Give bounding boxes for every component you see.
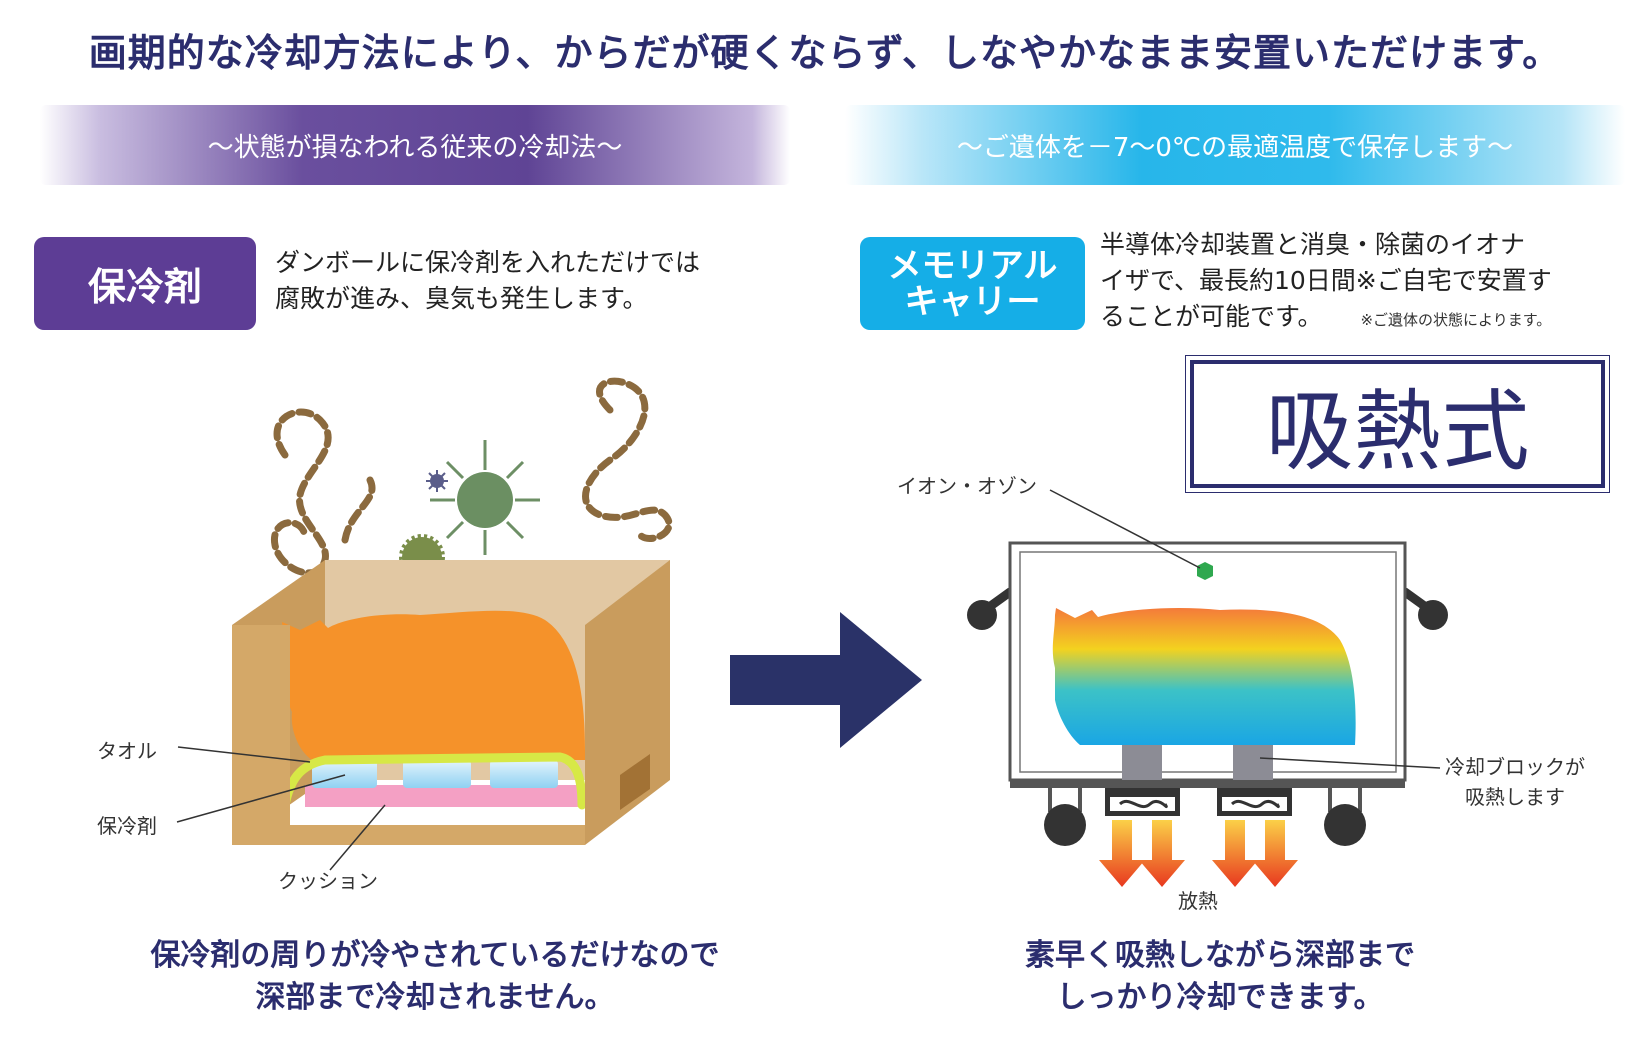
odor-swirl-left-2 — [341, 476, 376, 544]
right-band-text: ～ご遺体を－7～0℃の最適温度で保存します～ — [956, 132, 1514, 163]
cushion — [305, 785, 590, 807]
towel — [280, 752, 587, 810]
cooling-block-label: 冷却ブロックが 吸熱します — [1445, 752, 1585, 812]
wheel-right — [1324, 804, 1366, 846]
cat-silhouette-gradient — [1052, 608, 1356, 745]
cat-silhouette-orange — [282, 610, 585, 760]
ion-ozone-dot-icon — [1197, 562, 1213, 580]
odor-swirls — [271, 377, 673, 577]
right-note: ※ご遺体の状態によります。 — [1360, 311, 1552, 329]
heat-release-label: 放熱 — [1178, 889, 1218, 913]
cushion-label: クッション — [278, 869, 378, 893]
heat-arrow-1 — [1099, 820, 1145, 887]
left-leader-lines — [176, 746, 386, 871]
right-description: 半導体冷却装置と消臭・除菌のイオナ イザで、最長約10日間※ご自宅で安置す るこ… — [1100, 227, 1552, 338]
ice-pack-1 — [312, 760, 377, 788]
badge-line-2: キャリー — [904, 281, 1041, 322]
endothermic-method-box: 吸熱式 — [1185, 355, 1610, 493]
ice-pack-3 — [490, 760, 558, 788]
ice-pack-badge: 保冷剤 — [34, 237, 256, 330]
right-leader-lines — [1049, 489, 1441, 769]
box-front-bottom-face — [232, 825, 585, 845]
right-description-line-3: ることが可能です。 ※ご遺体の状態によります。 — [1100, 302, 1552, 331]
cooling-block-label-line-2: 吸熱します — [1465, 785, 1565, 809]
handle-left-knob — [967, 600, 997, 630]
odor-swirl-left — [271, 408, 332, 577]
wheel-left — [1044, 804, 1086, 846]
right-description-line-2: イザで、最長約10日間※ご自宅で安置す — [1100, 266, 1552, 295]
memorial-carry-device — [967, 541, 1448, 846]
virus-large-icon — [430, 440, 540, 555]
memorial-carry-badge: メモリアル キャリー — [860, 237, 1085, 330]
right-band: ～ご遺体を－7～0℃の最適温度で保存します～ — [845, 105, 1625, 185]
right-caption: 素早く吸熱しながら深部まで しっかり冷却できます。 — [930, 935, 1510, 1019]
left-band: ～状態が損なわれる従来の冷却法～ — [40, 105, 790, 185]
towel-label: タオル — [97, 739, 157, 763]
heat-arrow-2 — [1139, 820, 1185, 887]
ice-pack-2 — [403, 760, 471, 788]
odor-swirl-right — [582, 377, 673, 542]
handle-right-knob — [1418, 600, 1448, 630]
right-description-line-1: 半導体冷却装置と消臭・除菌のイオナ — [1100, 230, 1526, 259]
ion-ozone-label: イオン・オゾン — [897, 474, 1037, 498]
heat-arrows — [1099, 820, 1298, 887]
fan-units — [1105, 788, 1292, 816]
device-base — [1010, 780, 1405, 788]
headline: 画期的な冷却方法により、からだが硬くならず、しなやかなまま安置いただけます。 — [88, 30, 1562, 75]
left-description-line-2: 腐敗が進み、臭気も発生します。 — [275, 284, 648, 313]
cooling-block-1 — [1122, 742, 1162, 780]
transition-arrow-icon — [730, 612, 922, 748]
left-caption-line-2: 深部まで冷却されません。 — [255, 980, 615, 1015]
ice-pack-label: 保冷剤 — [97, 814, 157, 838]
left-caption-line-1: 保冷剤の周りが冷やされているだけなので — [150, 938, 720, 973]
cooling-block-label-line-1: 冷却ブロックが — [1445, 755, 1585, 779]
legs — [1048, 788, 1362, 812]
cooling-block-2 — [1233, 742, 1273, 780]
heat-arrow-4 — [1252, 820, 1298, 887]
badge-line-1: メモリアル — [887, 245, 1058, 286]
left-band-text: ～状態が損なわれる従来の冷却法～ — [207, 132, 623, 163]
bacteria-tiny-icon — [426, 470, 448, 492]
left-description-line-1: ダンボールに保冷剤を入れただけでは — [275, 248, 701, 277]
cardboard-box — [232, 560, 670, 845]
right-caption-line-2: しっかり冷却できます。 — [1056, 980, 1384, 1015]
box-left-front — [232, 625, 290, 845]
heat-arrow-3 — [1212, 820, 1258, 887]
left-caption: 保冷剤の周りが冷やされているだけなので 深部まで冷却されません。 — [90, 935, 780, 1019]
right-caption-line-1: 素早く吸熱しながら深部まで — [1025, 938, 1415, 973]
left-description: ダンボールに保冷剤を入れただけでは 腐敗が進み、臭気も発生します。 — [275, 245, 700, 317]
box-label-tape — [620, 753, 650, 810]
